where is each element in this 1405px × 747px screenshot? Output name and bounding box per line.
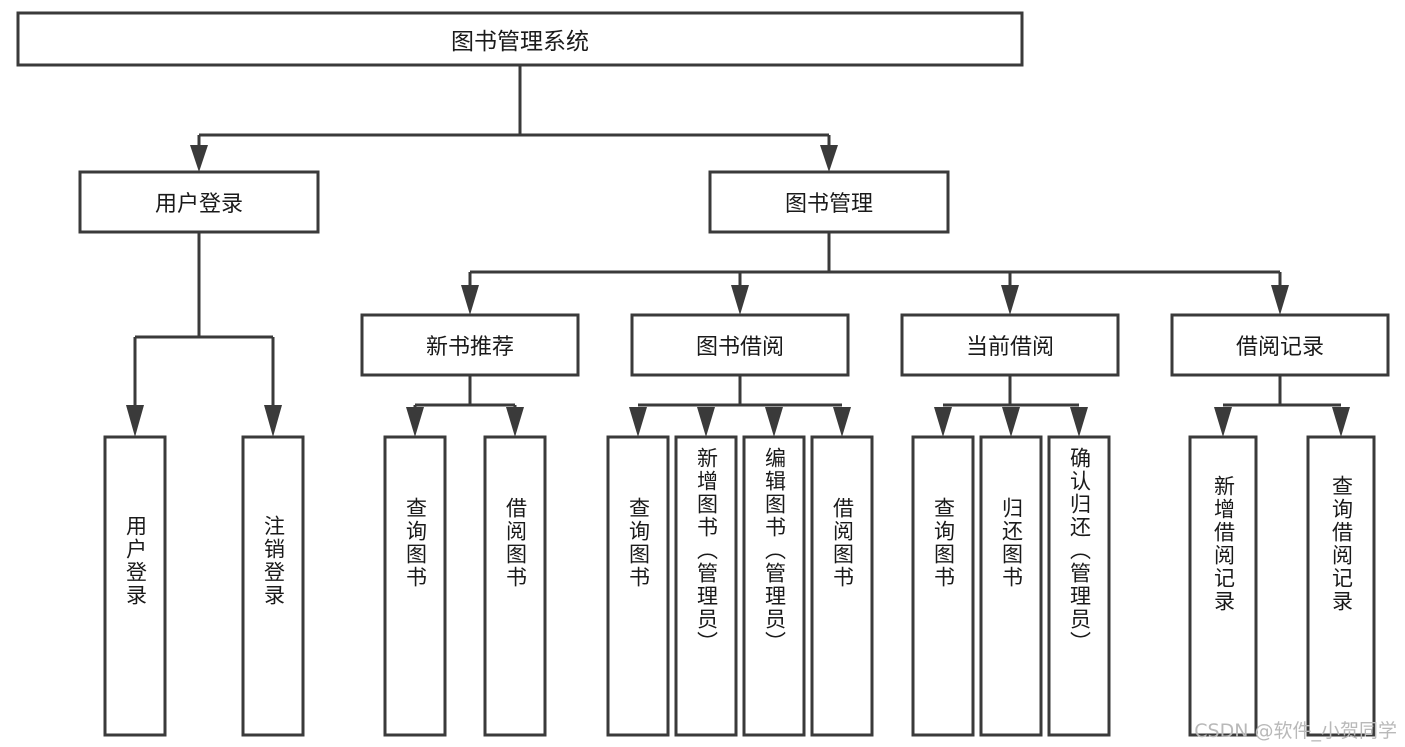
node-box-leaf-borrow-book-2[interactable] <box>810 435 874 737</box>
connector-group-user-login <box>126 232 282 437</box>
node-box-new-book-recommend[interactable] <box>360 313 580 377</box>
connector-group-new-book-recommend <box>406 375 524 437</box>
arrow-head-leaf-add-book <box>697 407 715 437</box>
node-box-leaf-confirm-return[interactable] <box>1047 435 1111 737</box>
node-box-leaf-query-book-1[interactable] <box>383 435 447 737</box>
node-box-leaf-query-book-3[interactable] <box>911 435 975 737</box>
node-box-leaf-query-record[interactable] <box>1306 435 1376 737</box>
node-box-borrow-record[interactable] <box>1170 313 1390 377</box>
node-box-leaf-add-record[interactable] <box>1188 435 1258 737</box>
arrow-head-leaf-query-book-1 <box>406 407 424 437</box>
arrow-head-leaf-query-record <box>1332 407 1350 437</box>
connector-group-root <box>190 65 838 172</box>
node-box-leaf-borrow-book-1[interactable] <box>483 435 547 737</box>
arrow-head-new-book-recommend <box>461 285 479 315</box>
node-box-leaf-query-book-2[interactable] <box>606 435 670 737</box>
arrow-head-user-login <box>190 145 208 172</box>
arrow-head-leaf-borrow-book-1 <box>506 407 524 437</box>
arrow-head-leaf-user-login <box>126 405 144 437</box>
connector-group-book-borrow <box>629 375 851 437</box>
arrow-head-current-borrow <box>1001 285 1019 315</box>
connector-group-current-borrow <box>934 375 1088 437</box>
node-box-user-login[interactable] <box>78 170 320 234</box>
arrow-head-leaf-return-book <box>1002 407 1020 437</box>
node-box-current-borrow[interactable] <box>900 313 1120 377</box>
csdn-watermark: CSDN @软件_小贺同学 <box>1194 720 1397 742</box>
node-box-leaf-logout[interactable] <box>241 435 305 737</box>
arrow-head-leaf-confirm-return <box>1070 407 1088 437</box>
connector-group-borrow-record <box>1214 375 1350 437</box>
node-box-book-manage[interactable] <box>708 170 950 234</box>
node-box-leaf-return-book[interactable] <box>979 435 1043 737</box>
arrow-head-leaf-borrow-book-2 <box>833 407 851 437</box>
node-box-leaf-user-login[interactable] <box>103 435 167 737</box>
connector-group-book-manage <box>461 232 1289 315</box>
arrow-head-book-manage <box>820 145 838 172</box>
arrow-head-leaf-logout <box>264 405 282 437</box>
arrow-head-leaf-query-book-2 <box>629 407 647 437</box>
arrow-head-book-borrow <box>731 285 749 315</box>
arrow-head-leaf-edit-book <box>765 407 783 437</box>
node-box-leaf-edit-book[interactable] <box>742 435 806 737</box>
arrow-head-leaf-query-book-3 <box>934 407 952 437</box>
arrow-head-leaf-add-record <box>1214 407 1232 437</box>
node-box-book-borrow[interactable] <box>630 313 850 377</box>
arrow-head-borrow-record <box>1271 285 1289 315</box>
node-box-root[interactable] <box>16 11 1024 67</box>
node-box-leaf-add-book[interactable] <box>674 435 738 737</box>
